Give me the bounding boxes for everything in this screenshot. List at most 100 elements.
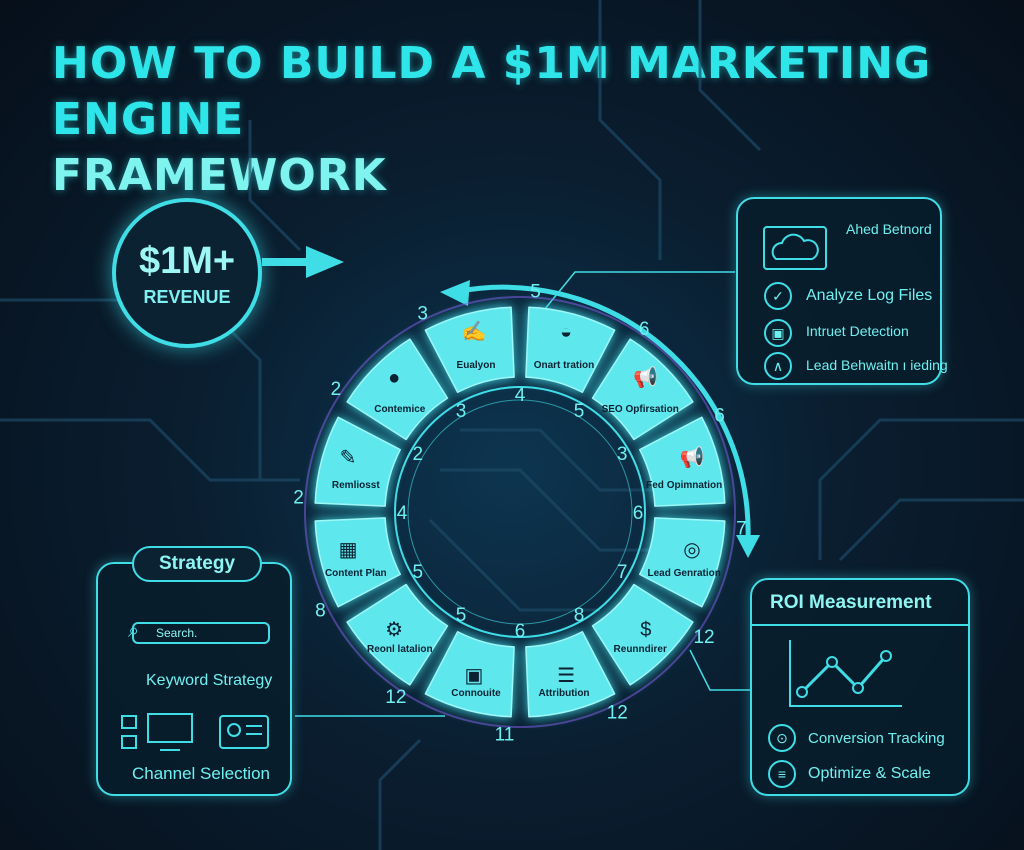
ring-segment[interactable]: [424, 630, 515, 718]
segment-label: Remliosst: [332, 480, 380, 491]
outer-step-number: 7: [736, 518, 747, 539]
inner-step-number: 3: [617, 444, 628, 465]
inner-ring-line: [394, 386, 646, 638]
segment-label: Fed Opimnation: [646, 480, 722, 491]
monitor-gear-icon: ▣: [464, 665, 483, 687]
keyword-strategy: Keyword Strategy: [146, 672, 273, 689]
checklist-monitor-icon: [121, 713, 193, 751]
outer-step-number: 12: [607, 703, 628, 724]
roi-item: Optimize & Scale: [808, 765, 931, 782]
dollar-cycle-icon: $: [640, 619, 651, 641]
database-icon: ≡: [768, 760, 796, 788]
inner-step-number: 4: [515, 385, 526, 406]
outer-step-number: 12: [385, 687, 406, 708]
search-placeholder: Search.: [156, 626, 198, 640]
inner-step-number: 5: [574, 401, 585, 422]
inner-step-number: 3: [456, 401, 467, 422]
title-line-2: FRAMEWORK: [52, 150, 387, 201]
line-chart-icon: [789, 640, 902, 707]
roi-panel: ROI Measurement ⊙ Conversion Tracking ≡ …: [750, 578, 970, 796]
ring-segment[interactable]: [638, 517, 726, 608]
segment-label: Reonl latalion: [367, 644, 433, 655]
ring-segment[interactable]: [314, 517, 402, 608]
outer-step-number: 6: [714, 406, 725, 427]
flow-arrow-arc: [454, 284, 751, 541]
roi-heading: ROI Measurement: [770, 592, 932, 613]
gauge-icon: ◒: [560, 321, 572, 343]
ring-segment[interactable]: [591, 583, 694, 686]
outer-step-number: 6: [639, 319, 650, 340]
outer-ring-line: [304, 296, 736, 728]
top-panel: Ahed Betnord ✓ Analyze Log Files ▣ Intru…: [736, 197, 948, 385]
segment-label: SEO Opfirsation: [602, 404, 679, 415]
megaphone-icon: 📢: [679, 445, 704, 469]
segment-label: Onart tration: [534, 360, 595, 371]
pencil-icon: ✎: [340, 447, 357, 469]
calendar-icon: ▦: [339, 539, 358, 561]
page-title: HOW TO BUILD A $1M MARKETING ENGINE FRAM…: [52, 36, 1024, 204]
database-icon: ☰: [557, 665, 575, 687]
strategy-heading: Strategy: [132, 546, 262, 582]
inner-step-number: 6: [633, 503, 644, 524]
target-icon: ◎: [683, 539, 700, 561]
segment-label: Lead Genration: [648, 568, 721, 579]
title-line-1: HOW TO BUILD A $1M MARKETING ENGINE: [52, 38, 932, 145]
chart-icon: ∧: [764, 352, 792, 380]
revenue-label: REVENUE: [143, 287, 231, 307]
outer-step-number: 5: [530, 282, 541, 303]
outer-step-number: 3: [417, 303, 428, 324]
roi-item: Conversion Tracking: [808, 730, 945, 747]
inner-step-number: 5: [456, 605, 467, 626]
channel-selection: Channel Selection: [132, 764, 270, 783]
top-panel-heading: Ahed Betnord: [846, 221, 932, 237]
cloud-monitor-icon: [763, 226, 827, 270]
segment-label: Eualyon: [457, 360, 496, 371]
inner-ring-line: [407, 399, 633, 625]
strategy-panel: Strategy Search. ⌕ Keyword Strategy Chan…: [96, 546, 292, 796]
revenue-amount: $1M+: [138, 240, 236, 282]
search-icon: ⌕: [128, 620, 140, 642]
segment-label: Contemice: [374, 404, 426, 415]
check-icon: ✓: [764, 282, 792, 310]
document-icon: ▣: [764, 319, 792, 347]
ring-segment[interactable]: [525, 306, 616, 394]
gear-icon: ⚙: [385, 619, 403, 641]
ring-segment[interactable]: [591, 338, 694, 441]
segment-label: Connouite: [451, 688, 501, 699]
connector-line: [689, 649, 750, 691]
top-panel-item: Lead Behwaitn ı ieding: [806, 357, 948, 373]
inner-step-number: 6: [515, 621, 526, 642]
chart-edit-icon: ✍: [461, 320, 486, 343]
top-panel-item: Analyze Log Files: [806, 287, 933, 304]
inner-step-number: 7: [617, 562, 628, 583]
segment-label: Attribution: [538, 688, 589, 699]
revenue-arrowhead-icon: [306, 246, 344, 278]
outer-step-number: 2: [293, 488, 304, 509]
outer-step-number: 8: [315, 600, 326, 621]
ring-segment[interactable]: [525, 630, 616, 718]
divider: [752, 624, 968, 626]
connector-line: [539, 271, 735, 316]
ring-segment[interactable]: [346, 583, 449, 686]
inner-step-number: 4: [397, 503, 408, 524]
ring-segment[interactable]: [424, 306, 515, 394]
ring-segment[interactable]: [346, 338, 449, 441]
inner-step-number: 2: [413, 444, 424, 465]
segment-label: Content Plan: [325, 568, 387, 579]
search-input[interactable]: Search.: [132, 622, 270, 644]
arrowhead-icon: [440, 280, 470, 306]
ring-segment[interactable]: [638, 416, 726, 507]
inner-step-number: 5: [413, 562, 424, 583]
inner-step-number: 8: [574, 605, 585, 626]
badge-icon: ●: [388, 367, 400, 389]
top-panel-item: Intruet Detection: [806, 323, 909, 339]
megaphone-icon: 📢: [633, 365, 658, 389]
outer-step-number: 12: [693, 627, 714, 648]
ring-segment[interactable]: [314, 416, 402, 507]
outer-step-number: 2: [331, 379, 342, 400]
arrowhead-icon: [736, 535, 760, 558]
segment-label: Reunndirer: [614, 644, 667, 655]
id-card-icon: [219, 715, 269, 749]
